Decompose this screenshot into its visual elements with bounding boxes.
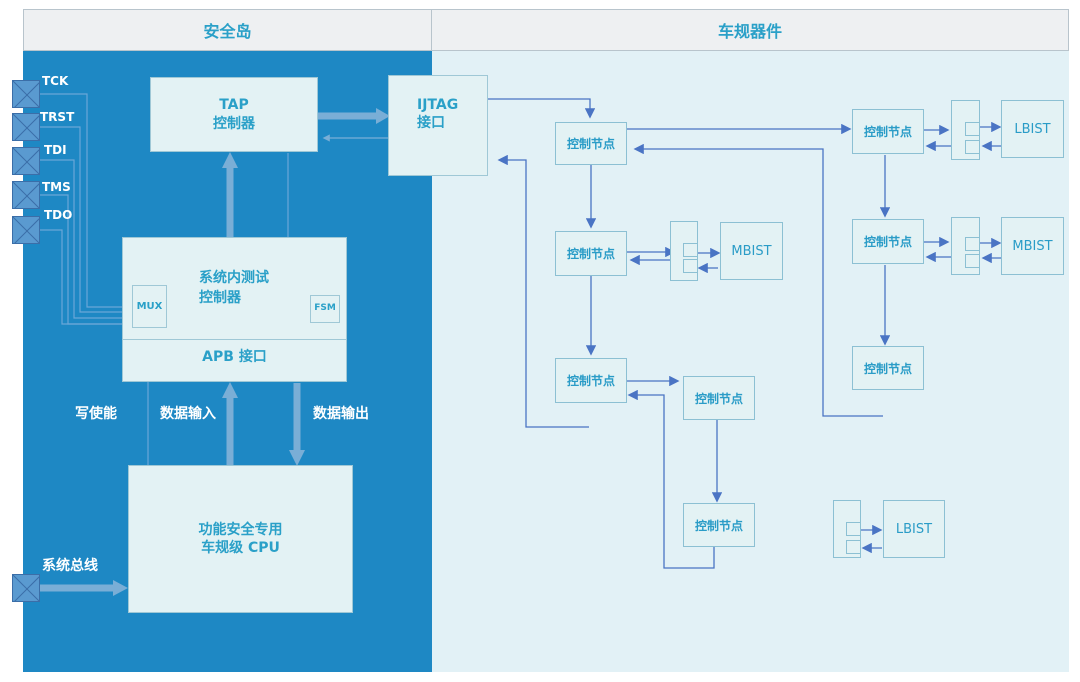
data-in-label: 数据输入 <box>160 406 216 422</box>
safety-cpu: 功能安全专用 车规级 CPU <box>128 465 353 613</box>
mbist-wrapper-1-cell-bottom <box>683 259 698 273</box>
header-safety-island: 安全岛 <box>23 9 432 51</box>
mbist-wrapper-1-cell-top <box>683 243 698 257</box>
mbist-wrapper-2-cell-top <box>965 237 980 251</box>
ist-title-line1: 系统内测试 <box>199 270 269 286</box>
lbist-block-2: LBIST <box>883 500 945 558</box>
tck-pin-icon <box>12 80 40 108</box>
mux-block: MUX <box>132 285 167 328</box>
lbist-wrapper-2-cell-bottom <box>846 540 861 554</box>
tap-controller: TAP 控制器 <box>150 77 318 152</box>
control-node-1: 控制节点 <box>555 122 627 165</box>
fsm-block: FSM <box>310 295 340 323</box>
header-automotive-device: 车规器件 <box>431 9 1069 51</box>
cpu-line1: 功能安全专用 <box>198 521 283 538</box>
pin-label-tdi: TDI <box>44 143 67 157</box>
write-enable-label: 写使能 <box>75 406 117 422</box>
trst-pin-icon <box>12 113 40 141</box>
pin-label-tms: TMS <box>42 180 71 194</box>
ist-title-line2: 控制器 <box>199 290 241 306</box>
pin-label-trst: TRST <box>40 110 75 124</box>
control-node-6: 控制节点 <box>852 109 924 154</box>
control-node-8: 控制节点 <box>852 346 924 390</box>
lbist-block-1: LBIST <box>1001 100 1064 158</box>
data-out-label: 数据输出 <box>313 406 369 422</box>
mbist-wrapper-2-cell-bottom <box>965 254 980 268</box>
ijtag-line1: IJTAG <box>417 97 459 113</box>
apb-interface-label: APB 接口 <box>202 349 267 365</box>
pin-label-tck: TCK <box>42 74 69 88</box>
mbist-block-1: MBIST <box>720 222 783 280</box>
mbist-block-2: MBIST <box>1001 217 1064 275</box>
system-bus-label: 系统总线 <box>42 558 98 574</box>
control-node-5: 控制节点 <box>683 503 755 547</box>
tap-controller-line2: 控制器 <box>213 115 255 132</box>
tdo-pin-icon <box>12 216 40 244</box>
lbist-wrapper-1-cell-bottom <box>965 140 980 154</box>
cpu-line2: 车规级 CPU <box>201 540 280 556</box>
tdi-pin-icon <box>12 147 40 175</box>
ijtag-line2: 接口 <box>417 115 445 132</box>
control-node-4: 控制节点 <box>683 376 755 420</box>
ist-controller: 系统内测试 控制器 MUX FSM APB 接口 <box>122 237 347 382</box>
system-bus-pin-icon <box>12 574 40 602</box>
control-node-3: 控制节点 <box>555 358 627 403</box>
lbist-wrapper-2-cell-top <box>846 522 861 536</box>
pin-label-tdo: TDO <box>44 208 73 222</box>
control-node-2: 控制节点 <box>555 231 627 276</box>
ist-divider <box>123 339 346 340</box>
control-node-7: 控制节点 <box>852 219 924 264</box>
lbist-wrapper-1-cell-top <box>965 122 980 136</box>
tms-pin-icon <box>12 181 40 209</box>
ijtag-interface: IJTAG 接口 <box>388 75 488 176</box>
ist-title: 系统内测试 控制器 <box>199 268 269 308</box>
tap-controller-line1: TAP <box>219 97 249 114</box>
